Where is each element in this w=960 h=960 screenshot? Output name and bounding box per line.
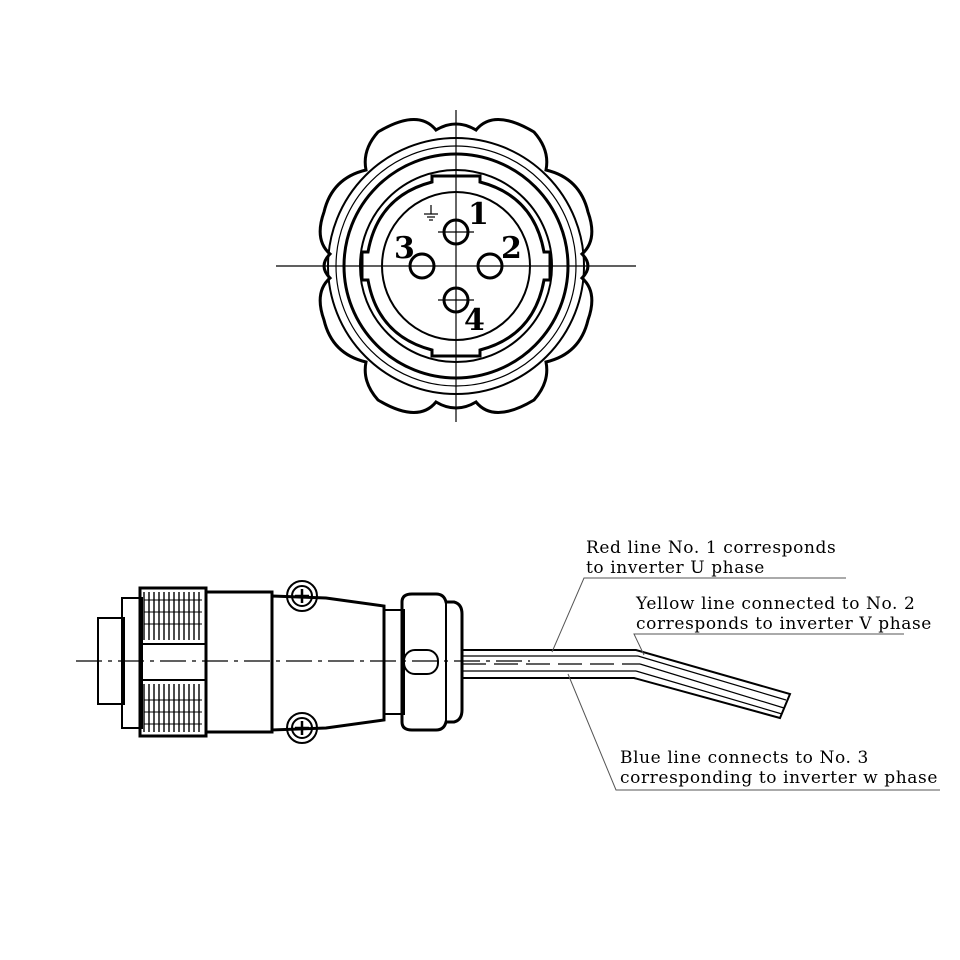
connector-shell — [204, 590, 274, 734]
connector-front-view: 1 2 3 4 — [276, 110, 636, 422]
plug-barrel — [97, 617, 125, 705]
connector-side-view: Red line No. 1 corresponds to inverter U… — [76, 538, 940, 791]
callout-red-line-1: Red line No. 1 corresponds — [586, 538, 836, 558]
pin-3-contact — [408, 252, 436, 280]
leader-yellow — [633, 633, 904, 656]
leader-blue — [567, 673, 940, 791]
ground-icon — [424, 205, 438, 221]
pin-4 — [438, 286, 474, 314]
cable-gland-nut — [400, 592, 464, 732]
screw-bottom-icon — [286, 712, 318, 744]
pin-1 — [438, 218, 474, 246]
pin-label-1: 1 — [468, 197, 489, 232]
callout-red-line-2: to inverter U phase — [586, 558, 765, 578]
screw-top-icon — [286, 580, 318, 612]
pin-label-4: 4 — [464, 303, 485, 338]
plug-flange — [121, 597, 143, 729]
cable-clamp-slot — [403, 649, 439, 675]
callout-blue-line-2: corresponding to inverter w phase — [620, 768, 938, 788]
pin-3 — [408, 252, 436, 280]
callout-blue-line-1: Blue line connects to No. 3 — [620, 748, 869, 768]
knurled-coupling-nut — [138, 586, 208, 738]
tapered-body — [270, 594, 386, 732]
wire-bend — [635, 655, 787, 715]
outer-scalloped-nut — [318, 118, 594, 414]
keyed-insert — [360, 174, 552, 358]
pin-2-contact — [476, 252, 504, 280]
pin-2 — [476, 252, 504, 280]
cable-jacket — [462, 649, 792, 720]
outer-ring-inner-edge — [335, 145, 577, 387]
pin-label-3: 3 — [394, 231, 415, 266]
callout-yellow-line-1: Yellow line connected to No. 2 — [635, 594, 915, 614]
insert-ring — [359, 169, 553, 363]
callout-yellow-line-2: corresponds to inverter V phase — [636, 614, 932, 634]
leader-red — [551, 577, 846, 653]
insert-face — [381, 191, 531, 341]
outer-ring — [327, 137, 585, 395]
middle-ring — [342, 152, 570, 380]
pin-label-2: 2 — [501, 231, 522, 266]
